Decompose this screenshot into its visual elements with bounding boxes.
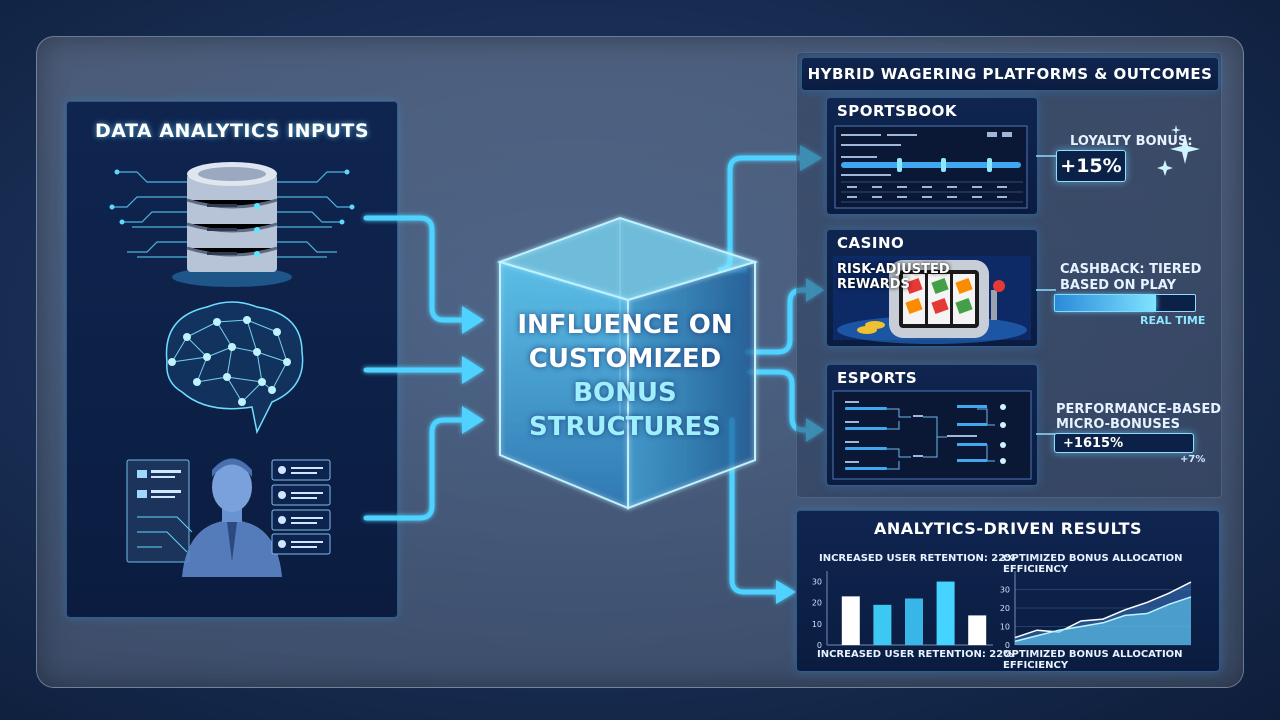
risk-adjusted-rewards-overlay: RISK-ADJUSTED REWARDS (837, 262, 950, 292)
y-tick-label: 0 (1005, 641, 1010, 650)
overlay-line-1: RISK-ADJUSTED (837, 262, 950, 277)
center-cube (496, 216, 759, 510)
cashback-line-2: BASED ON PLAY (1060, 278, 1177, 293)
inputs-illustrations (109, 162, 355, 577)
y-tick-label: 30 (1000, 586, 1010, 595)
esports-panel: ESPORTS (826, 364, 1038, 486)
efficiency-title: OPTIMIZED BONUS ALLOCATION EFFICIENCY (1003, 553, 1183, 575)
y-tick-label: 10 (1000, 623, 1010, 632)
cashback-line-1: CASHBACK: TIERED (1060, 262, 1202, 277)
arrow-center-to-casino (745, 287, 811, 355)
arrow-center-to-results (729, 417, 781, 595)
casino-title: CASINO (837, 234, 905, 252)
loyalty-bonus-label: LOYALTY BONUS: (1070, 134, 1193, 149)
efficiency-area-chart: 0 10 20 30 (1000, 571, 1192, 650)
data-analytics-inputs-panel: DATA ANALYTICS INPUTS (66, 101, 398, 618)
platforms-title-bar: HYBRID WAGERING PLATFORMS & OUTCOMES (801, 57, 1219, 91)
inputs-title: DATA ANALYTICS INPUTS (94, 120, 370, 142)
arrow-profile-to-center (363, 417, 465, 521)
esports-title: ESPORTS (837, 369, 918, 387)
analytics-results-panel: ANALYTICS-DRIVEN RESULTS INCREASED USER … (796, 510, 1220, 672)
sportsbook-title: SPORTSBOOK (837, 102, 958, 120)
loyalty-bonus-value: +15% (1056, 150, 1126, 182)
y-tick-label: 20 (1000, 604, 1010, 613)
neural-brain-icon (165, 301, 304, 435)
casino-panel: CASINO RISK-ADJUSTED REWARDS (826, 229, 1038, 347)
micro-bonus-line-1: PERFORMANCE-BASED (1056, 402, 1222, 417)
center-line-3: BONUS (573, 378, 677, 408)
database-icon (109, 162, 355, 287)
overlay-line-2: REWARDS (837, 277, 910, 292)
cashback-bar-fill (1055, 295, 1156, 311)
arrow-center-to-esports (747, 369, 811, 433)
sportsbook-panel: SPORTSBOOK (826, 97, 1038, 215)
efficiency-caption: OPTIMIZED BONUS ALLOCATION EFFICIENCY (1003, 649, 1183, 671)
retention-bar (936, 581, 955, 645)
y-tick-label: 20 (812, 599, 822, 608)
slot-machine-icon (833, 256, 1031, 344)
center-title: INFLUENCE ON CUSTOMIZED BONUS STRUCTURES (500, 308, 750, 444)
cashback-callout: CASHBACK: TIERED BASED ON PLAY (1060, 262, 1201, 294)
retention-bar-chart: 0 10 20 30 (812, 571, 993, 650)
real-time-label: REAL TIME (1140, 314, 1206, 327)
esports-bracket (832, 390, 1032, 480)
cashback-bar-track (1054, 294, 1196, 312)
micro-bonus-callout: PERFORMANCE-BASED MICRO-BONUSES (1056, 402, 1221, 432)
retention-bar (841, 596, 860, 645)
micro-bonus-line-2: MICRO-BONUSES (1056, 417, 1181, 432)
efficiency-area-2 (1015, 596, 1191, 645)
retention-bar (968, 615, 987, 645)
user-profile-icon (126, 458, 331, 577)
micro-bonus-value: +1615% (1054, 433, 1194, 453)
profile-cards (271, 459, 331, 555)
y-tick-label: 0 (817, 641, 822, 650)
retention-title: INCREASED USER RETENTION: 22% (819, 553, 1016, 564)
y-tick-label: 30 (812, 578, 822, 587)
efficiency-line-1 (1014, 581, 1192, 639)
retention-caption: INCREASED USER RETENTION: 22% (817, 649, 1014, 660)
sportsbook-screen (834, 125, 1028, 209)
center-line-4: STRUCTURES (528, 412, 722, 442)
y-tick-label: 10 (812, 620, 822, 629)
micro-bonus-small-value: +7% (1180, 454, 1206, 465)
center-line-2: CUSTOMIZED (528, 344, 722, 374)
retention-bar (905, 598, 923, 645)
platforms-title: HYBRID WAGERING PLATFORMS & OUTCOMES (807, 65, 1213, 83)
arrow-database-to-center (363, 215, 465, 323)
sparkle-icon (1157, 125, 1200, 176)
efficiency-line-2 (1014, 596, 1192, 643)
center-line-1: INFLUENCE ON (517, 310, 733, 340)
results-title: ANALYTICS-DRIVEN RESULTS (873, 519, 1143, 538)
retention-bar (873, 604, 892, 645)
